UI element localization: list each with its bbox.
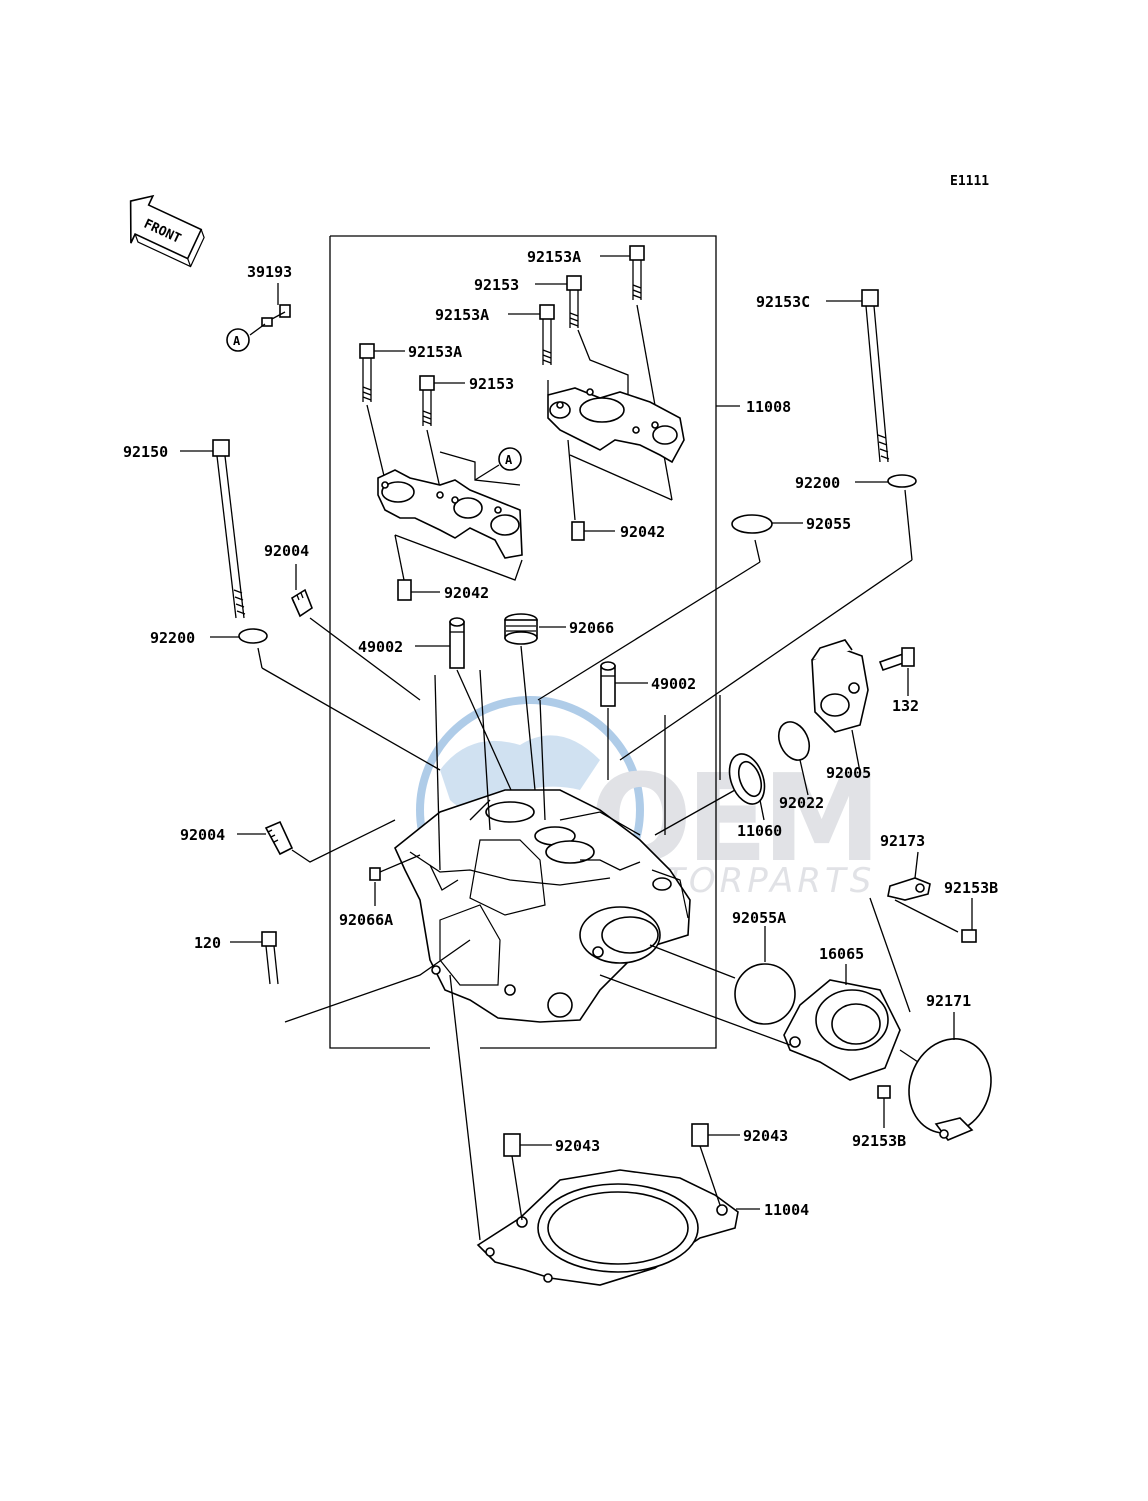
label-92153B-2: 92153B bbox=[852, 1132, 906, 1150]
part-49002-valve-guide-right bbox=[600, 661, 616, 707]
label-92042-1: 92042 bbox=[620, 523, 665, 541]
part-16065-intake-holder bbox=[783, 979, 901, 1081]
label-92042-2: 92042 bbox=[444, 584, 489, 602]
part-92042-dowel-left bbox=[397, 579, 412, 601]
part-92055-o-ring bbox=[731, 514, 773, 534]
part-92153-bolt-right bbox=[566, 275, 582, 328]
part-92200-washer-left bbox=[238, 628, 268, 644]
label-92055A: 92055A bbox=[732, 909, 786, 927]
part-39193-bolt bbox=[261, 304, 291, 327]
label-92043-2: 92043 bbox=[743, 1127, 788, 1145]
label-92055: 92055 bbox=[806, 515, 851, 533]
part-camshaft-cap-right bbox=[547, 387, 685, 464]
part-92153C-long-bolt bbox=[861, 289, 890, 463]
label-11008: 11008 bbox=[746, 398, 791, 416]
part-92066-plug bbox=[504, 613, 538, 645]
part-92022-o-ring bbox=[777, 721, 811, 761]
part-49002-valve-guide-left bbox=[449, 617, 465, 669]
part-92005-water-fitting bbox=[811, 639, 869, 733]
label-92200-2: 92200 bbox=[150, 629, 195, 647]
part-92153A-bolt-right bbox=[629, 245, 645, 300]
assembly-frame bbox=[329, 235, 717, 1049]
ref-mark-a-1 bbox=[226, 328, 250, 352]
label-92153-1: 92153 bbox=[474, 276, 519, 294]
part-92150-long-bolt bbox=[212, 439, 246, 619]
label-92200-1: 92200 bbox=[795, 474, 840, 492]
label-92043-1: 92043 bbox=[555, 1137, 600, 1155]
part-92153B-bolt-upper bbox=[961, 929, 977, 943]
part-92173-clip bbox=[887, 877, 931, 901]
label-49002-2: 49002 bbox=[651, 675, 696, 693]
part-11004-head-gasket bbox=[476, 1169, 739, 1286]
label-49002-1: 49002 bbox=[358, 638, 403, 656]
part-92153B-bolt-lower bbox=[877, 1085, 891, 1099]
part-120-bolt bbox=[261, 931, 279, 985]
part-11060-seal bbox=[728, 753, 766, 805]
label-92022: 92022 bbox=[779, 794, 824, 812]
label-92153B-1: 92153B bbox=[944, 879, 998, 897]
part-92200-washer-right bbox=[887, 474, 917, 488]
part-132-bolt bbox=[878, 647, 915, 672]
part-92066A-plug bbox=[369, 867, 381, 881]
label-132: 132 bbox=[892, 697, 919, 715]
part-92042-dowel-right bbox=[571, 521, 585, 541]
label-39193: 39193 bbox=[247, 263, 292, 281]
part-cylinder-head bbox=[394, 789, 691, 1023]
part-camshaft-cap-left bbox=[377, 469, 523, 559]
label-92004-1: 92004 bbox=[264, 542, 309, 560]
label-92066: 92066 bbox=[569, 619, 614, 637]
ref-mark-a-2 bbox=[498, 447, 522, 471]
part-92055A-o-ring bbox=[734, 963, 796, 1025]
label-16065: 16065 bbox=[819, 945, 864, 963]
part-92153A-bolt-mid bbox=[539, 304, 555, 365]
part-92171-hose-clamp bbox=[908, 1038, 992, 1141]
part-92153A-bolt-left bbox=[359, 343, 375, 402]
part-92043-dowel-right bbox=[691, 1123, 709, 1147]
label-92171: 92171 bbox=[926, 992, 971, 1010]
ref-mark-a-2-text: A bbox=[505, 453, 513, 467]
ref-mark-a-1-text: A bbox=[233, 334, 241, 348]
label-92153C: 92153C bbox=[756, 293, 810, 311]
label-92153A-1: 92153A bbox=[527, 248, 581, 266]
label-92004-2: 92004 bbox=[180, 826, 225, 844]
label-92066A: 92066A bbox=[339, 911, 393, 929]
label-92005: 92005 bbox=[826, 764, 871, 782]
label-92173: 92173 bbox=[880, 832, 925, 850]
label-92153A-2: 92153A bbox=[435, 306, 489, 324]
label-120: 120 bbox=[194, 934, 221, 952]
front-arrow-icon: FRONT bbox=[129, 194, 205, 268]
label-92153A-3: 92153A bbox=[408, 343, 462, 361]
diagram-code: E1111 bbox=[950, 174, 989, 189]
part-92004-stud-upper bbox=[290, 588, 313, 618]
label-11004: 11004 bbox=[764, 1201, 809, 1219]
part-92043-dowel-left bbox=[503, 1133, 521, 1157]
part-92004-stud-lower bbox=[264, 820, 294, 856]
label-11060: 11060 bbox=[737, 822, 782, 840]
part-92153-bolt-left bbox=[419, 375, 435, 426]
label-92150: 92150 bbox=[123, 443, 168, 461]
label-92153-2: 92153 bbox=[469, 375, 514, 393]
